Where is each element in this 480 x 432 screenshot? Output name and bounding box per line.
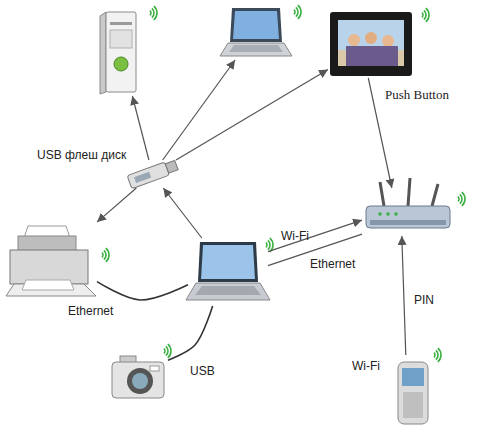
device-node	[362, 188, 452, 236]
photo-face	[382, 35, 394, 47]
game-console	[100, 6, 157, 94]
wifi-symbol	[164, 344, 171, 358]
device-node	[393, 355, 433, 427]
laptop-keyboard	[229, 45, 283, 52]
wifi-symbol	[294, 5, 301, 19]
router-light	[394, 212, 398, 216]
flow-arrow	[176, 70, 328, 160]
flow-arrow	[97, 188, 136, 222]
laptop-keyboard	[195, 286, 261, 295]
device-node	[188, 238, 268, 306]
photo-face	[348, 34, 360, 46]
cable-line	[97, 282, 188, 300]
camera	[112, 344, 171, 398]
connection-label: Wi-Fi	[281, 229, 309, 243]
router-antenna	[408, 178, 410, 206]
flow-arrow	[132, 96, 149, 160]
device-node	[5, 222, 97, 302]
flow-arrow	[268, 220, 362, 252]
router	[366, 178, 465, 228]
console-side	[100, 12, 106, 94]
drive-label	[134, 172, 151, 183]
frame-photo	[338, 20, 404, 66]
printer-output	[22, 280, 74, 290]
connection-label: Ethernet	[68, 304, 113, 318]
connection-label: PIN	[414, 293, 434, 307]
photo-frame	[330, 8, 429, 76]
router-front	[370, 220, 446, 225]
cable-line	[168, 306, 213, 360]
router-antenna	[432, 184, 438, 206]
device-label: USB флеш диск	[37, 148, 126, 162]
wifi-symbol	[102, 248, 109, 262]
router-antenna	[380, 182, 384, 206]
laptop-screen	[201, 245, 255, 279]
printer-body	[10, 250, 88, 284]
device-node	[100, 8, 142, 96]
console-slot	[110, 22, 132, 25]
usb-flash-drive	[127, 159, 179, 189]
flow-arrow	[163, 188, 202, 238]
laptop	[220, 5, 301, 56]
router-body	[366, 206, 450, 228]
connection-label: USB	[190, 364, 215, 378]
device-node	[108, 348, 168, 406]
device-node	[222, 5, 288, 60]
console-panel	[110, 30, 132, 48]
router-light	[378, 212, 382, 216]
laptop-base	[186, 283, 270, 300]
router-light	[386, 212, 390, 216]
drive-plug	[165, 160, 178, 173]
photo-people	[346, 46, 398, 66]
frame-border	[330, 12, 412, 76]
mobile-phone	[398, 348, 441, 424]
printer	[6, 226, 109, 296]
drive-body	[127, 162, 169, 189]
flow-arrow	[402, 236, 406, 355]
phone-screen	[402, 368, 424, 386]
wifi-symbol	[458, 192, 465, 206]
phone-body	[398, 362, 428, 424]
connection-label: Ethernet	[310, 257, 355, 271]
laptop-base	[220, 43, 292, 56]
camera-lens	[127, 368, 153, 394]
camera-glass	[132, 373, 148, 389]
laptop	[186, 238, 273, 300]
camera-flash	[150, 366, 159, 371]
phone-keypad	[403, 392, 423, 418]
device-node	[328, 10, 414, 78]
wifi-symbol	[150, 6, 157, 20]
connection-label: Push Button	[385, 88, 449, 102]
flow-arrow	[163, 60, 235, 160]
console-front	[106, 12, 136, 92]
device-node: USB флеш диск	[125, 160, 180, 188]
photo-face	[365, 32, 377, 44]
wifi-symbol	[422, 8, 429, 22]
console-button	[114, 57, 128, 71]
laptop-lid	[230, 8, 282, 42]
camera-body	[112, 362, 164, 398]
laptop-screen	[233, 11, 279, 39]
laptop-lid	[198, 242, 258, 282]
wifi-symbol	[434, 348, 441, 362]
note-label: Wi-Fi	[352, 359, 380, 373]
